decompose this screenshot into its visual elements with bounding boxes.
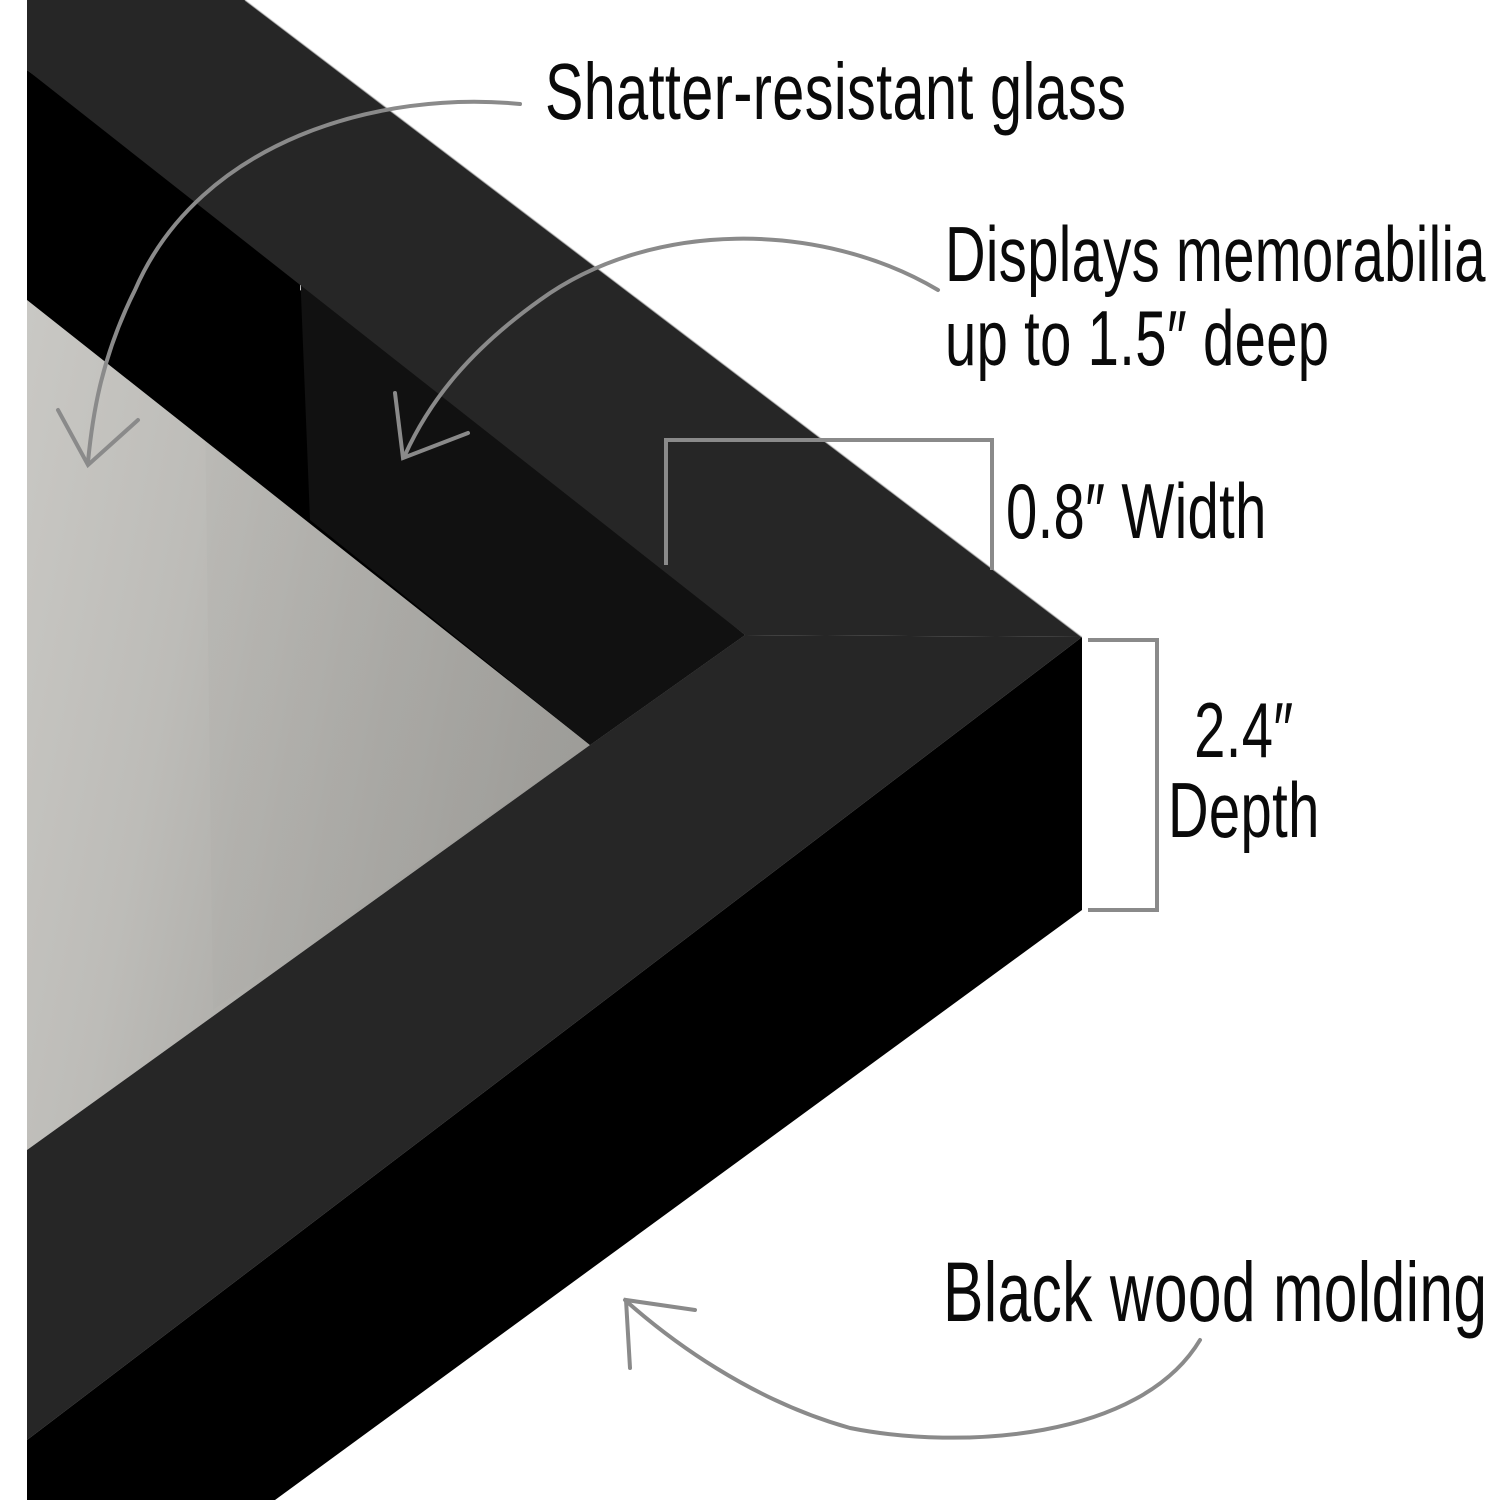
frame-top-rail	[27, 0, 1082, 637]
frame-bottom-rail	[27, 635, 1082, 1440]
frame-front-face	[27, 637, 1082, 1500]
depth-bracket-icon	[1088, 638, 1159, 912]
glass-arrow-icon	[56, 99, 522, 469]
callout-depth: 2.4″ Depth	[1168, 690, 1320, 850]
molding-arrow-icon	[623, 1297, 1202, 1440]
callout-memorabilia-line2: up to 1.5″ deep	[945, 294, 1330, 382]
rabbet-inner-wall-right	[300, 270, 745, 745]
callout-memorabilia: Displays memorabilia up to 1.5″ deep	[945, 212, 1486, 380]
width-bracket-icon	[664, 438, 994, 570]
callout-depth-value: 2.4″	[1194, 686, 1294, 774]
callout-memorabilia-line1: Displays memorabilia	[945, 210, 1486, 298]
callout-width-label: 0.8″ Width	[1006, 467, 1267, 555]
frame-edge-highlight	[244, 0, 1083, 638]
callout-depth-label: Depth	[1168, 766, 1320, 854]
callout-glass-label: Shatter-resistant glass	[545, 47, 1127, 136]
backing-reflection	[205, 415, 590, 1010]
memorabilia-arrow-icon	[393, 236, 940, 461]
callout-molding-label: Black wood molding	[943, 1245, 1488, 1339]
